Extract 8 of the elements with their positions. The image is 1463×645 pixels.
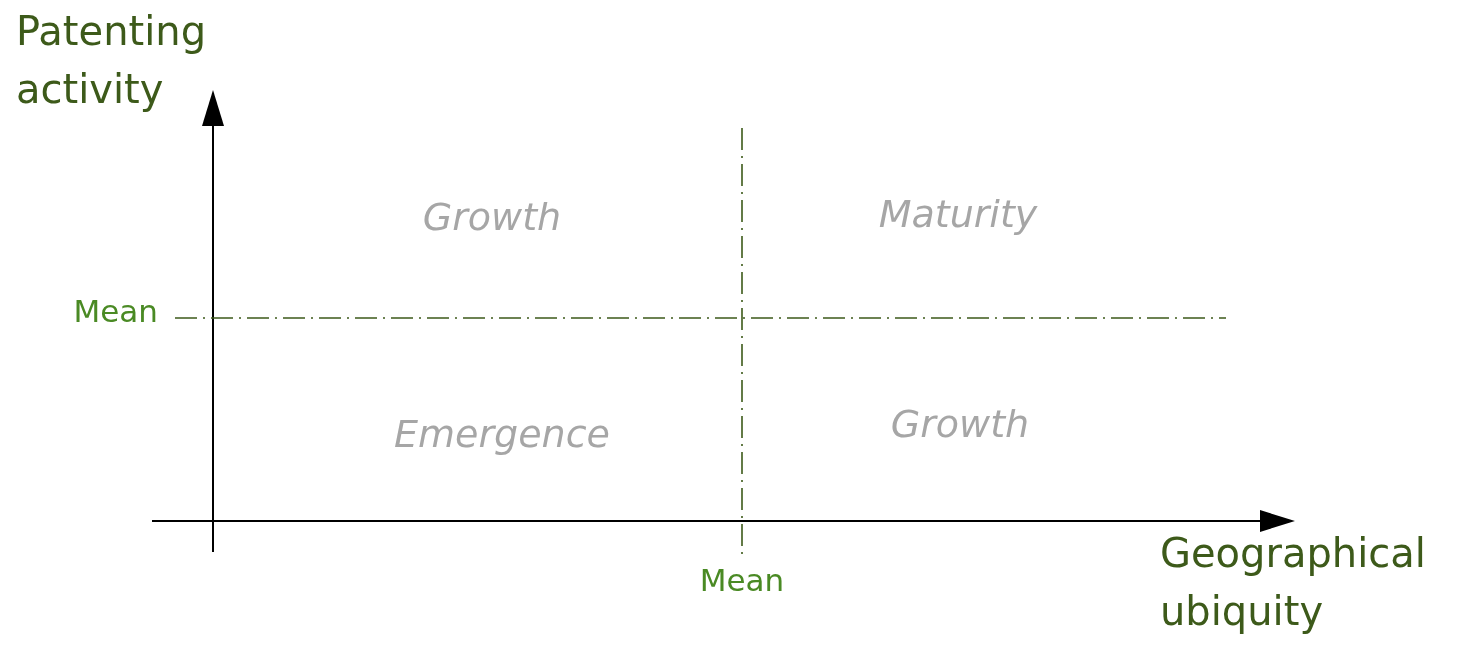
quadrant-label: Growth bbox=[421, 195, 563, 241]
mean-label: Mean bbox=[698, 562, 786, 600]
quadrant-label: Emergence bbox=[393, 412, 611, 458]
axis-title: Geographical ubiquity bbox=[1160, 529, 1427, 636]
quadrant-label: Maturity bbox=[877, 192, 1039, 238]
axis-title: Patenting activity bbox=[16, 7, 208, 114]
mean-label: Mean bbox=[72, 293, 158, 331]
quadrant-label: Growth bbox=[889, 402, 1031, 448]
